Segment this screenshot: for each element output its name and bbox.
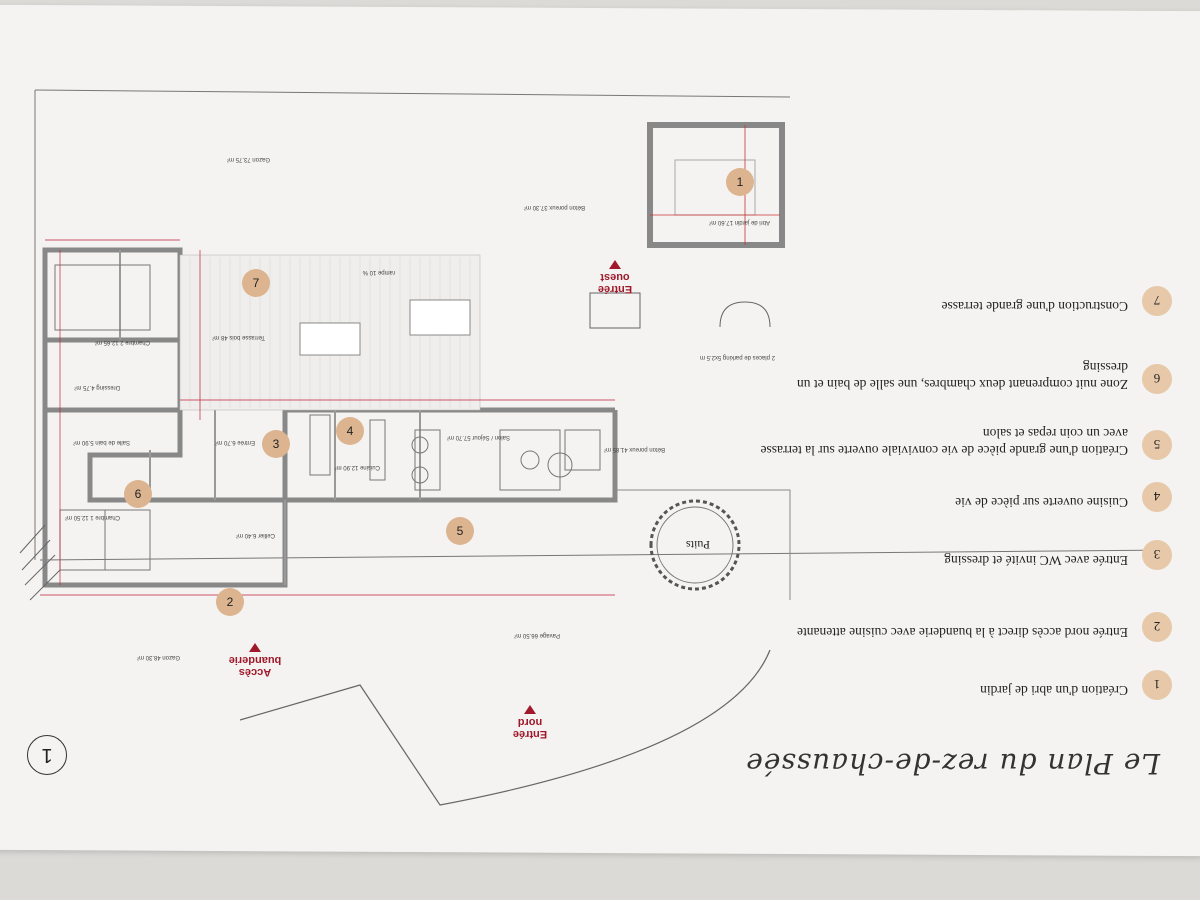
legend-text-5: Création d'une grande pièce de vie convi… [760,426,1128,458]
plan-badge-2: 2 [216,588,244,616]
plan-badge-3: 3 [262,430,290,458]
legend-badge-2: 2 [1142,612,1172,642]
well [649,499,741,591]
legend-item-2: 2 Entrée nord accès direct à la buanderi… [752,612,1172,642]
legend-text-2: Entrée nord accès direct à la buanderie … [797,625,1128,640]
sheet-number: 1 [27,735,67,775]
cellier-label: Cellier 6.40 m² [235,532,275,538]
plan-badge-6: 6 [124,480,152,508]
legend-badge-1: 1 [1142,670,1172,700]
legend-item-6: 6 Zone nuit comprenant deux chambres, un… [752,359,1172,394]
cuisine-label: Cuisine 12.90 m² [334,464,380,470]
abri-label: Abri de jardin 17.60 m² [709,219,770,225]
entree-ouest-label: Entrée ouest [590,260,640,295]
pavage-label: Pavage 66.50 m² [514,632,560,638]
legend-item-1: 1 Création d'un abri de jardin [752,670,1172,700]
legend-item-7: 7 Construction d'une grande terrasse [752,286,1172,316]
dressing-label: Dressing 4.75 m² [74,384,120,390]
beton-poreux-2-label: Béton poreux 41.85 m² [603,446,665,452]
legend-item-4: 4 Cuisine ouverte sur pièce de vie [752,482,1172,512]
plan-badge-7: 7 [242,269,270,297]
plan-badge-4: 4 [336,417,364,445]
legend-badge-4: 4 [1142,482,1172,512]
chambre1-label: Chambre 1 12.50 m² [64,514,120,520]
legend-text-1: Création d'un abri de jardin [980,683,1128,698]
legend-text-6: Zone nuit comprenant deux chambres, une … [796,360,1128,392]
chambre2-label: Chambre 2 12.65 m² [94,339,150,345]
beton-poreux-1-label: Béton poreux 37.30 m² [523,204,585,210]
legend-item-3: 3 Entrée avec WC invité et dressing [752,540,1172,570]
legend-text-4: Cuisine ouverte sur pièce de vie [955,495,1128,510]
legend-badge-3: 3 [1142,540,1172,570]
legend-badge-7: 7 [1142,286,1172,316]
plan-title: Le Plan du rez-de-chaussée [745,747,1160,780]
entree-nord-label: Entrée nord [505,705,555,740]
plan-badge-5: 5 [446,517,474,545]
sdb-label: Salle de bain 5.90 m² [73,439,130,445]
entree-label: Entrée 6.70 m² [215,439,255,445]
sejour-label: Salon / Séjour 57.70 m² [446,434,510,440]
gazon-nord-label: Gazon 48.30 m² [136,654,180,660]
legend-badge-5: 5 [1142,430,1172,460]
rampe-label: rampe 10 % [362,269,395,275]
terrasse-label: Terrasse bois 48 m² [212,334,265,340]
legend-text-7: Construction d'une grande terrasse [941,299,1128,314]
acces-buanderie-label: Accès buanderie [225,643,285,678]
legend-badge-6: 6 [1142,364,1172,394]
gazon-sud-label: Gazon 73.75 m² [226,156,270,162]
legend-item-5: 5 Création d'une grande pièce de vie con… [752,425,1172,460]
puits-label: Puits [685,538,710,552]
legend-text-3: Entrée avec WC invité et dressing [944,553,1128,568]
garden-shed [647,122,785,248]
plan-badge-1: 1 [726,168,754,196]
